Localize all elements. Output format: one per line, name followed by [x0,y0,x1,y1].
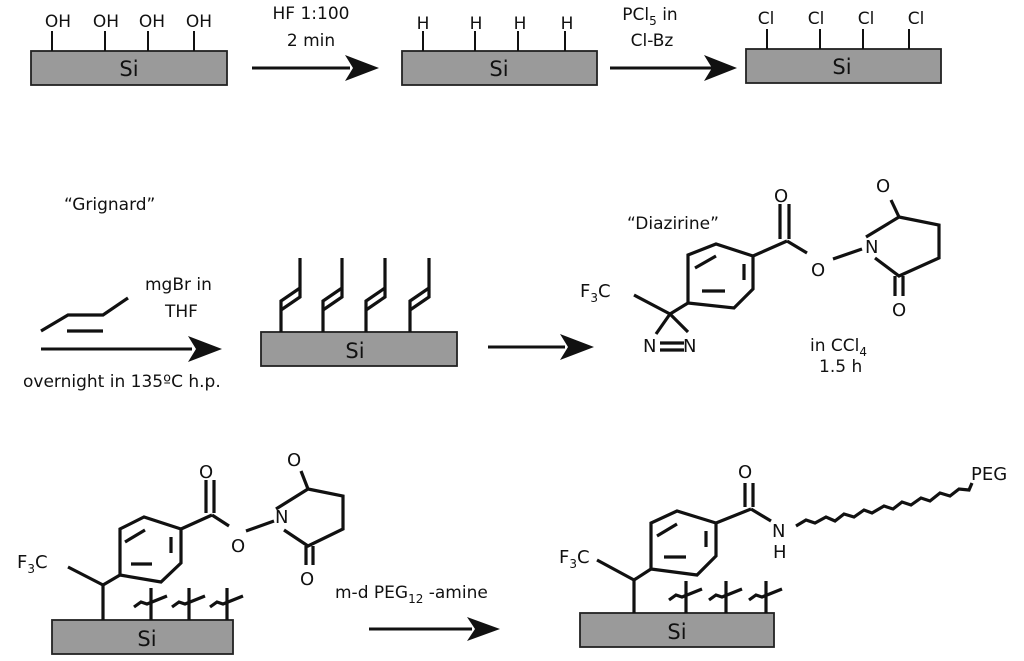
step-label-line1: PCl5 in [622,5,677,28]
imide-oxygen-bottom: O [892,300,906,321]
alkenyl-double-bond [409,289,431,312]
alkenyl-chain [321,258,344,332]
time-label: 1.5 h [819,357,862,377]
group-h: H [417,14,430,34]
alkenyl-double-bond [322,289,344,312]
arrow-head-icon [188,336,222,362]
group-cl: Cl [758,9,775,29]
peg-linker-chain [795,482,974,528]
alkenyl-chains [279,258,431,332]
group-h: H [470,14,483,34]
step-label-line2: Cl-Bz [631,31,674,51]
carbonyl-oxygen: O [199,462,213,483]
diazirine-reagent: “Diazirine” F3C N N O O N O O in CCl4 [580,176,941,377]
amide-hydrogen: H [773,542,787,563]
surface-chloride: Si Cl Cl Cl Cl [745,9,942,84]
carbonyl-oxygen: O [738,462,752,483]
group-oh: OH [186,12,212,32]
group-h: H [561,14,574,34]
step-label-line1: HF 1:100 [273,4,350,24]
step-hf-etch: HF 1:100 2 min [252,4,379,81]
surface-hydride: Si H H H H [401,14,598,86]
group-oh: OH [93,12,119,32]
imide-oxygen-bottom: O [300,569,314,590]
si-substrate [30,50,228,86]
si-substrate [745,48,942,84]
alkenyl-chain [408,258,431,332]
alkenyl-chain [279,258,302,332]
reaction-name: “Grignard” [64,195,155,215]
solvent-label: in CCl4 [810,336,867,359]
si-substrate [401,50,598,86]
amide-nitrogen: N [772,521,785,542]
arrow-head-icon [560,334,594,360]
alkyl-monolayer [668,581,783,613]
step-diazirine-arrow [488,334,594,360]
alkyl-branch [133,594,168,609]
surface-nhs-ester: Si F3C O O N O O [17,450,345,655]
imide-oxygen-top: O [876,176,890,197]
alkyl-monolayer [133,588,244,620]
arrow-head-icon [704,55,737,81]
peg-terminal: PEG [971,464,1007,485]
step-reagent-label: m-d PEG12 -amine [335,583,488,606]
reagent-line1: mgBr in [145,275,212,295]
step-label-line2: 2 min [287,31,335,51]
butenyl-chain [40,296,129,333]
alkenyl-chain [364,258,387,332]
nitrogen-atom: N [683,336,696,357]
group-oh: OH [45,12,71,32]
group-cl: Cl [908,9,925,29]
reaction-condition: overnight in 135ºC h.p. [23,372,221,392]
arrow-head-icon [345,55,379,81]
reagent-name: “Diazirine” [627,214,719,234]
alkyl-branch [171,594,206,609]
surface-peg-amide: Si F3C O N H PEG [559,462,1007,648]
alkenyl-double-bond [280,289,302,312]
alkyl-branch [668,587,703,602]
surface-alkenyl: Si [260,258,458,367]
ester-oxygen: O [231,536,245,557]
ester-oxygen: O [811,260,825,281]
alkenyl-double-bond [365,289,387,312]
si-label: Si [345,339,364,363]
si-substrate [260,331,458,367]
si-label: Si [832,55,851,79]
arrow-head-icon [467,617,500,641]
group-cl: Cl [808,9,825,29]
si-label: Si [489,57,508,81]
imide-nitrogen: N [275,507,288,528]
alkyl-branch [748,587,783,602]
imide-oxygen-top: O [287,450,301,471]
carbonyl-oxygen: O [774,186,788,207]
imide-nitrogen: N [865,237,878,258]
step-peg-amine: m-d PEG12 -amine [335,583,500,641]
alkyl-branch [209,594,244,609]
si-label: Si [667,620,686,644]
alkyl-branch [708,587,743,602]
surface-hydroxyl: Si OH OH OH OH [30,12,228,86]
si-label: Si [137,627,156,651]
group-cl: Cl [858,9,875,29]
group-oh: OH [139,12,165,32]
nitrogen-atom: N [643,336,656,357]
cf3-group: F3C [559,547,590,571]
cf3-group: F3C [17,552,48,576]
si-label: Si [119,57,138,81]
cf3-group: F3C [580,281,611,305]
si-substrate [579,612,775,648]
step-pcl5: PCl5 in Cl-Bz [610,5,737,81]
reagent-line2: THF [164,302,198,322]
group-h: H [514,14,527,34]
step-grignard: “Grignard” mgBr in THF overnight in 135º… [23,195,222,392]
si-substrate [51,619,234,655]
